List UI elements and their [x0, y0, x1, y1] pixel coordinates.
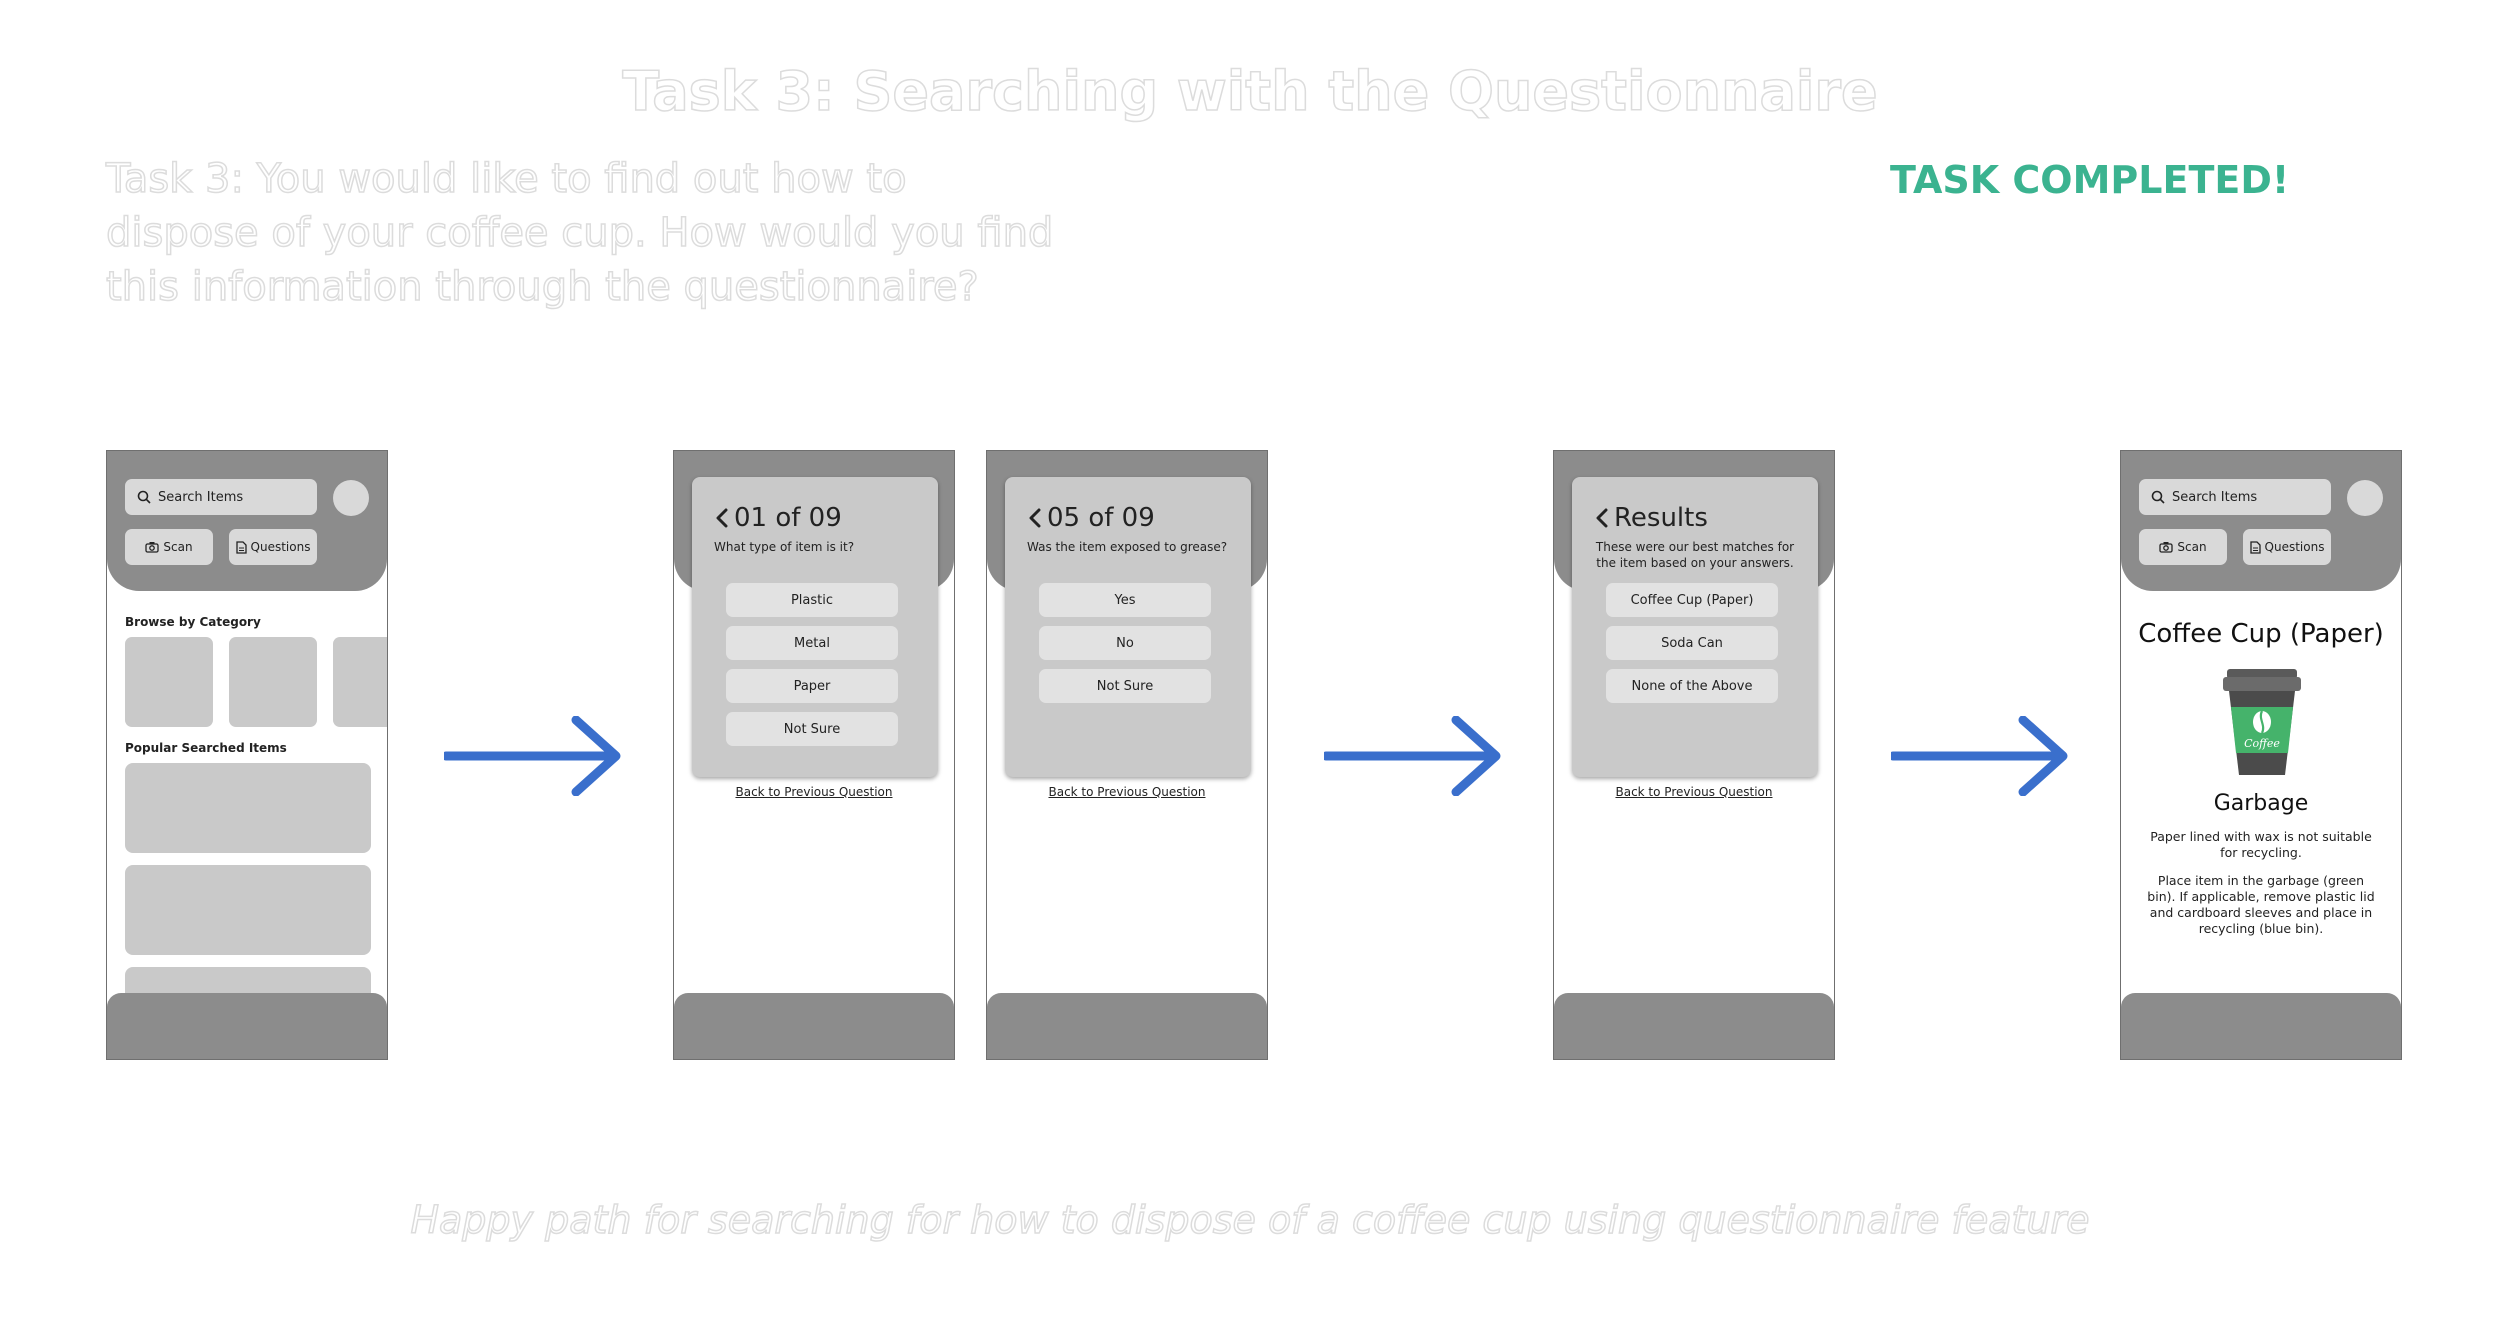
- coffee-cup-icon: Coffee: [2219, 667, 2305, 783]
- page-title: Task 3: Searching with the Questionnaire: [0, 60, 2500, 123]
- search-icon: [2151, 490, 2165, 504]
- question-prompt: Was the item exposed to grease?: [1027, 539, 1229, 555]
- scan-label: Scan: [163, 540, 192, 554]
- results-title: Results: [1596, 503, 1708, 533]
- results-title-text: Results: [1614, 503, 1708, 533]
- popular-item-card[interactable]: [125, 763, 371, 853]
- question-counter: 01 of 09: [716, 503, 842, 533]
- questions-button[interactable]: Questions: [2243, 529, 2331, 565]
- question-card: 05 of 09 Was the item exposed to grease?…: [1005, 477, 1251, 777]
- app-header: Search Items Scan Questions: [107, 451, 387, 591]
- task-completed-label: TASK COMPLETED!: [1890, 158, 2289, 202]
- bottom-nav-bar: [107, 993, 387, 1059]
- result-option[interactable]: Soda Can: [1606, 626, 1778, 660]
- answer-option[interactable]: Metal: [726, 626, 898, 660]
- answer-option[interactable]: Plastic: [726, 583, 898, 617]
- disposal-category: Garbage: [2121, 791, 2401, 816]
- document-icon: [236, 541, 247, 554]
- questions-label: Questions: [2265, 540, 2325, 554]
- bottom-nav-bar: [2121, 993, 2401, 1059]
- bottom-nav-bar: [674, 993, 954, 1059]
- answer-option[interactable]: Paper: [726, 669, 898, 703]
- scan-button[interactable]: Scan: [125, 529, 213, 565]
- item-detail-screen: Search Items Scan Questions Coffee Cup (…: [2120, 450, 2402, 1060]
- results-card: Results These were our best matches for …: [1572, 477, 1818, 777]
- disposal-instructions: Place item in the garbage (green bin). I…: [2143, 873, 2379, 937]
- search-placeholder: Search Items: [158, 490, 243, 505]
- result-option[interactable]: Coffee Cup (Paper): [1606, 583, 1778, 617]
- answer-option[interactable]: Not Sure: [1039, 669, 1211, 703]
- chevron-left-icon[interactable]: [1596, 508, 1608, 528]
- answer-option[interactable]: Not Sure: [726, 712, 898, 746]
- question-screen-5: 05 of 09 Was the item exposed to grease?…: [986, 450, 1268, 1060]
- back-to-previous-question-link[interactable]: Back to Previous Question: [1554, 785, 1834, 799]
- search-icon: [137, 490, 151, 504]
- question-card: 01 of 09 What type of item is it? Plasti…: [692, 477, 938, 777]
- search-placeholder: Search Items: [2172, 490, 2257, 505]
- category-tile[interactable]: [125, 637, 213, 727]
- result-option[interactable]: None of the Above: [1606, 669, 1778, 703]
- questions-button[interactable]: Questions: [229, 529, 317, 565]
- search-input[interactable]: Search Items: [2139, 479, 2331, 515]
- task-description: Task 3: You would like to find out how t…: [106, 152, 1056, 314]
- question-counter: 05 of 09: [1029, 503, 1155, 533]
- chevron-left-icon[interactable]: [716, 508, 728, 528]
- scan-button[interactable]: Scan: [2139, 529, 2227, 565]
- category-tile[interactable]: [333, 637, 388, 727]
- bottom-nav-bar: [1554, 993, 1834, 1059]
- answer-option[interactable]: No: [1039, 626, 1211, 660]
- results-screen: Results These were our best matches for …: [1553, 450, 1835, 1060]
- chevron-left-icon[interactable]: [1029, 508, 1041, 528]
- flow-caption: Happy path for searching for how to disp…: [0, 1198, 2500, 1242]
- camera-icon: [145, 541, 159, 553]
- question-counter-text: 05 of 09: [1047, 503, 1155, 533]
- app-header: Search Items Scan Questions: [2121, 451, 2401, 591]
- document-icon: [2250, 541, 2261, 554]
- avatar[interactable]: [2347, 480, 2383, 516]
- question-prompt: What type of item is it?: [714, 539, 916, 555]
- flow-arrow: [1891, 716, 2071, 796]
- popular-searched-items-heading: Popular Searched Items: [125, 741, 287, 755]
- back-to-previous-question-link[interactable]: Back to Previous Question: [987, 785, 1267, 799]
- popular-item-card[interactable]: [125, 865, 371, 955]
- flow-arrow: [1324, 716, 1504, 796]
- scan-label: Scan: [2177, 540, 2206, 554]
- home-screen: Search Items Scan Questions Browse by Ca…: [106, 450, 388, 1060]
- coffee-cup-label: Coffee: [2244, 737, 2280, 750]
- flow-arrow: [444, 716, 624, 796]
- browse-by-category-heading: Browse by Category: [125, 615, 261, 629]
- back-to-previous-question-link[interactable]: Back to Previous Question: [674, 785, 954, 799]
- question-screen-1: 01 of 09 What type of item is it? Plasti…: [673, 450, 955, 1060]
- questions-label: Questions: [251, 540, 311, 554]
- item-title: Coffee Cup (Paper): [2121, 619, 2401, 649]
- question-counter-text: 01 of 09: [734, 503, 842, 533]
- results-subtitle: These were our best matches for the item…: [1594, 539, 1796, 571]
- category-tile[interactable]: [229, 637, 317, 727]
- disposal-reason: Paper lined with wax is not suitable for…: [2143, 829, 2379, 861]
- avatar[interactable]: [333, 480, 369, 516]
- bottom-nav-bar: [987, 993, 1267, 1059]
- camera-icon: [2159, 541, 2173, 553]
- search-input[interactable]: Search Items: [125, 479, 317, 515]
- answer-option[interactable]: Yes: [1039, 583, 1211, 617]
